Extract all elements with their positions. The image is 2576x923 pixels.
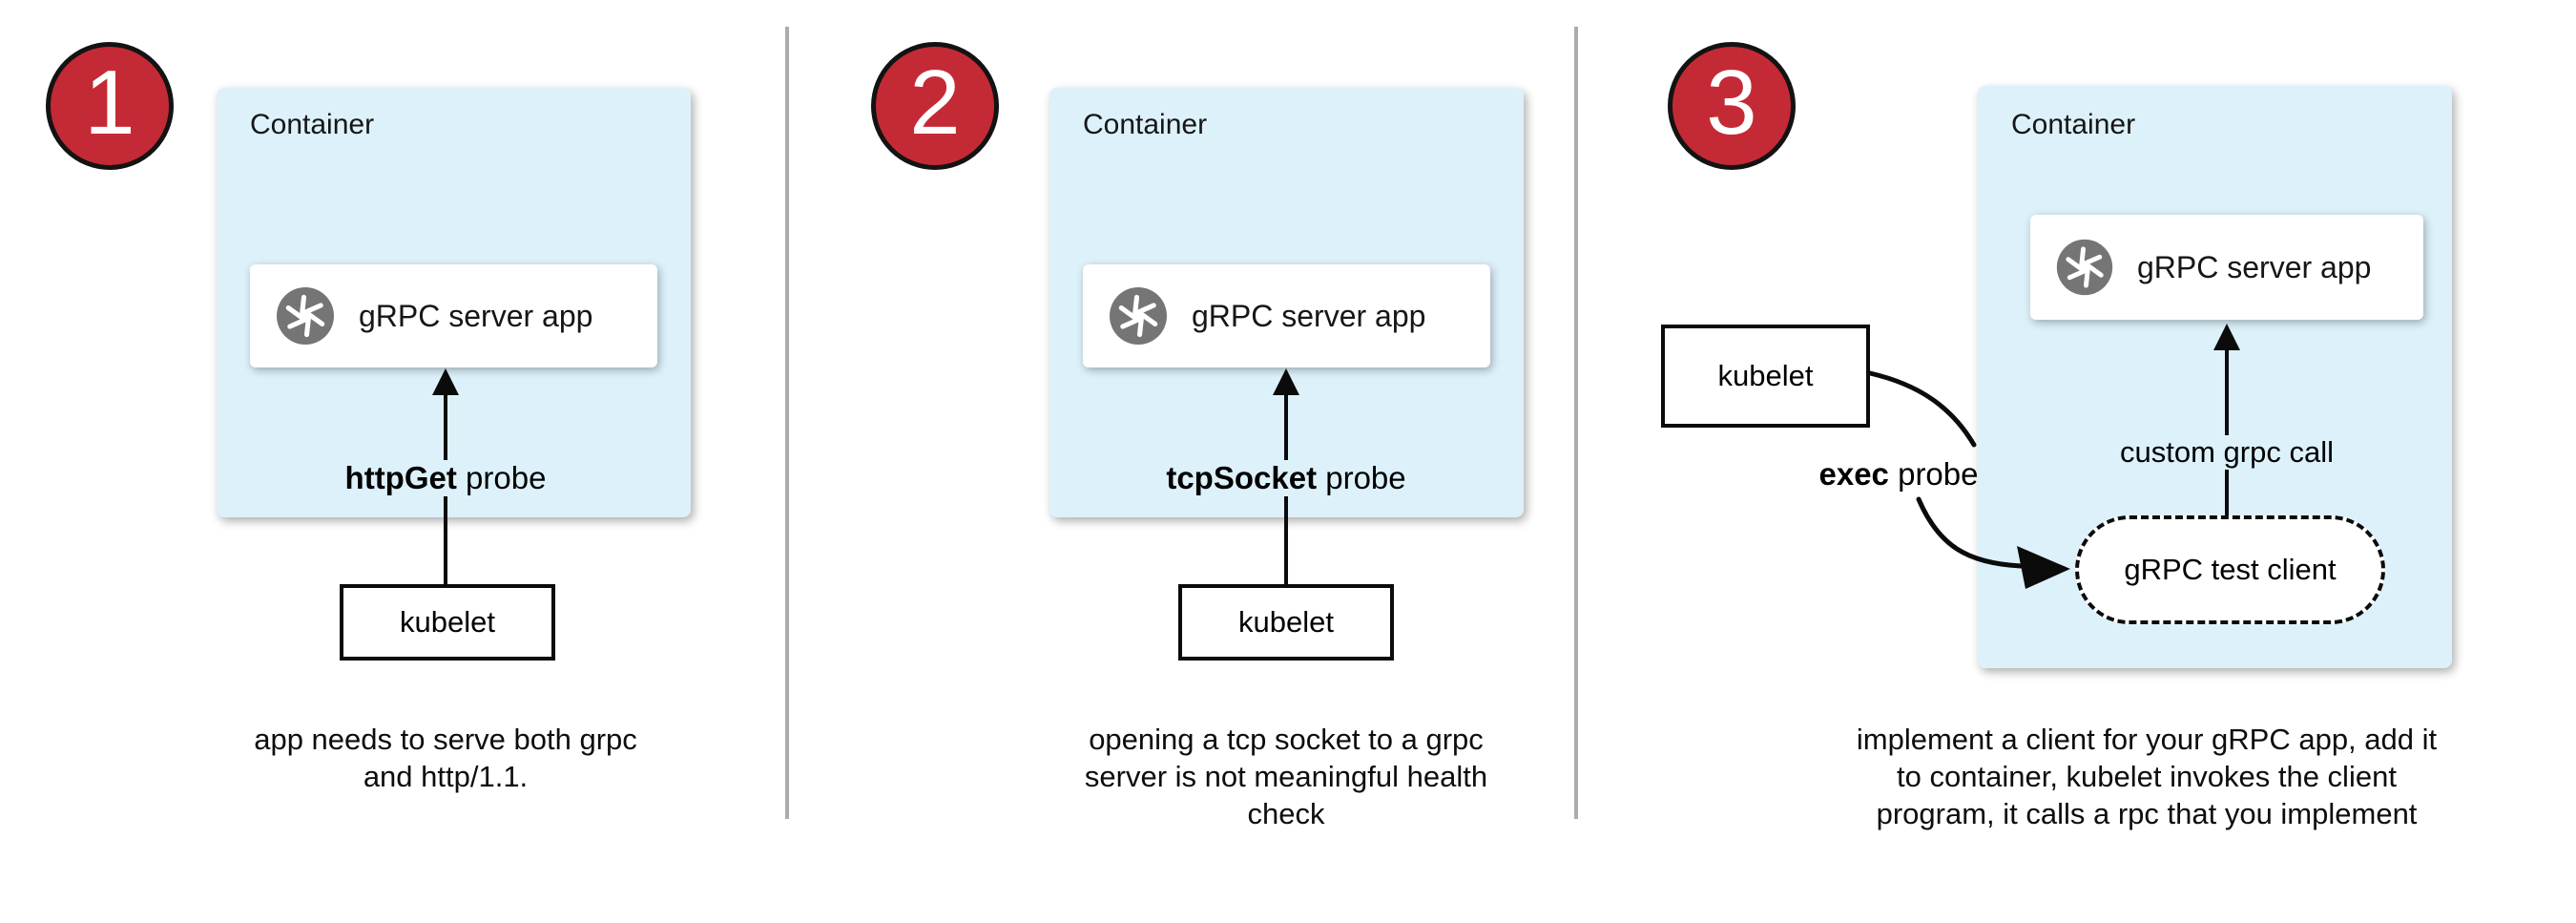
grpc-test-client-label: gRPC test client	[2124, 553, 2337, 586]
arrow-up-icon	[1273, 368, 1299, 395]
probe-type: exec	[1818, 456, 1889, 492]
arrow-up-icon	[432, 368, 459, 395]
probe-label: exec probe	[1818, 456, 1979, 492]
camera-aperture-icon	[2056, 239, 2113, 296]
grpc-server-app-box: gRPC server app	[2030, 215, 2423, 320]
container-label: Container	[1083, 109, 1208, 140]
caption-line: program, it calls a rpc that you impleme…	[1876, 797, 2418, 830]
panel-caption: implement a client for your gRPC app, ad…	[1818, 721, 2476, 832]
caption-line: check	[1247, 797, 1325, 830]
step-badge-2: 2	[871, 42, 999, 170]
probe-type: httpGet	[344, 460, 457, 495]
custom-grpc-call-label: custom grpc call	[2036, 435, 2418, 470]
kubelet-label: kubelet	[400, 605, 495, 639]
kubelet-box: kubelet	[1178, 584, 1394, 661]
grpc-server-app-label: gRPC server app	[1192, 298, 1426, 333]
panel-caption: app needs to serve both grpc and http/1.…	[174, 721, 717, 795]
probe-label: tcpSocket probe	[1095, 460, 1477, 496]
caption-line: and http/1.1.	[363, 760, 529, 793]
grpc-server-app-label: gRPC server app	[359, 298, 593, 333]
caption-line: server is not meaningful health	[1084, 760, 1488, 793]
step-number: 2	[909, 52, 961, 154]
camera-aperture-icon	[1110, 287, 1167, 345]
panel-caption: opening a tcp socket to a grpc server is…	[1014, 721, 1558, 832]
arrow-up-icon	[2213, 324, 2240, 350]
probe-type: tcpSocket	[1166, 460, 1318, 495]
caption-line: to container, kubelet invokes the client	[1897, 760, 2397, 793]
caption-line: opening a tcp socket to a grpc	[1089, 723, 1484, 756]
step-number: 3	[1706, 52, 1757, 154]
container-label: Container	[2011, 109, 2136, 140]
caption-line: app needs to serve both grpc	[254, 723, 637, 756]
kubelet-label: kubelet	[1717, 359, 1814, 392]
panel-divider	[1574, 27, 1578, 819]
kubelet-box: kubelet	[1661, 325, 1870, 428]
grpc-test-client-box: gRPC test client	[2075, 515, 2385, 624]
grpc-server-app-box: gRPC server app	[250, 264, 657, 367]
step-badge-3: 3	[1668, 42, 1796, 170]
container-label: Container	[250, 109, 375, 140]
kubelet-label: kubelet	[1238, 605, 1334, 639]
camera-aperture-icon	[277, 287, 334, 345]
probe-label: httpGet probe	[255, 460, 636, 496]
kubelet-box: kubelet	[340, 584, 555, 661]
panel-divider	[785, 27, 789, 819]
step-number: 1	[84, 52, 135, 154]
caption-line: implement a client for your gRPC app, ad…	[1856, 723, 2438, 756]
step-badge-1: 1	[46, 42, 174, 170]
grpc-server-app-box: gRPC server app	[1083, 264, 1490, 367]
grpc-call-arrow-line	[2225, 349, 2229, 515]
grpc-server-app-label: gRPC server app	[2137, 249, 2372, 284]
